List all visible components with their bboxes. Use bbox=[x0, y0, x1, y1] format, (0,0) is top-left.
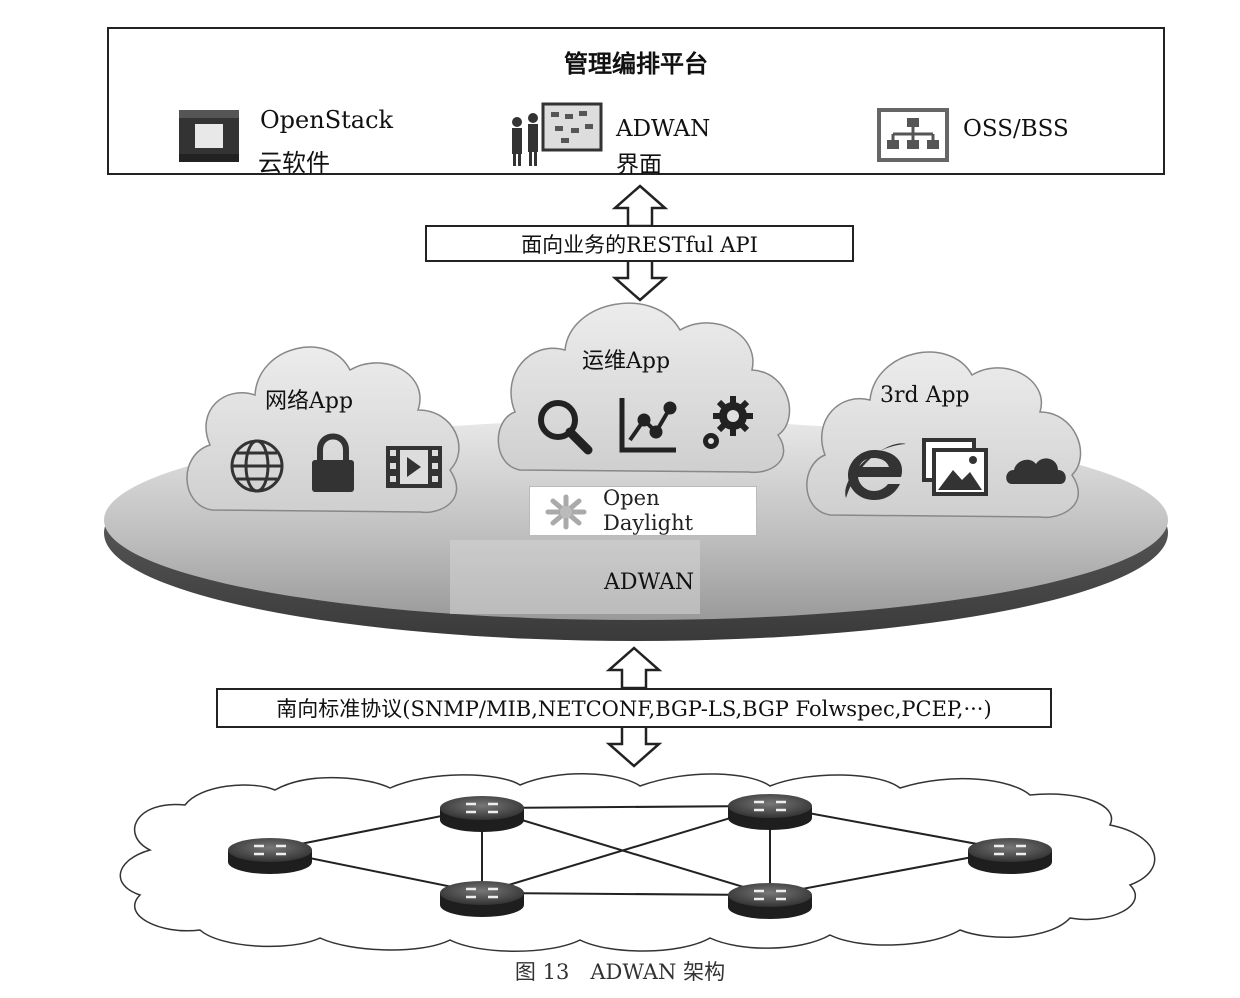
southbound-protocol-label: 南向标准协议(SNMP/MIB,NETCONF,BGP-LS,BGP Folws… bbox=[216, 688, 1052, 728]
opendaylight-logo-icon bbox=[538, 493, 594, 531]
lock-icon bbox=[312, 433, 354, 492]
picture-icon bbox=[922, 438, 988, 496]
opendaylight-box: Open Daylight bbox=[529, 486, 757, 536]
openstack-icon bbox=[175, 108, 243, 164]
router-icon bbox=[728, 883, 812, 919]
router-icon bbox=[728, 794, 812, 830]
openstack-label: OpenStack bbox=[260, 106, 394, 134]
onedrive-cloud-icon bbox=[1006, 458, 1066, 484]
router-group bbox=[228, 794, 1052, 919]
oss-bss-label: OSS/BSS bbox=[963, 116, 1069, 142]
router-icon bbox=[440, 796, 524, 832]
video-icon bbox=[386, 446, 442, 488]
opendaylight-line2: Daylight bbox=[603, 511, 694, 535]
ops-app-title: 运维App bbox=[582, 349, 671, 374]
adwan-platform-label: ADWAN bbox=[604, 570, 695, 595]
org-chart-icon bbox=[877, 108, 949, 162]
adwan-ui-sublabel: 界面 bbox=[616, 152, 662, 178]
management-title: 管理编排平台 bbox=[564, 49, 708, 78]
network-cloud-outline bbox=[119, 773, 1156, 952]
adwan-ui-label: ADWAN bbox=[616, 116, 711, 142]
openstack-sublabel: 云软件 bbox=[258, 149, 330, 177]
router-icon bbox=[440, 881, 524, 917]
management-platform-box bbox=[107, 27, 1165, 175]
globe-icon bbox=[230, 439, 284, 493]
ops-app-cloud bbox=[497, 302, 791, 474]
line-chart-icon bbox=[619, 398, 677, 453]
router-icon bbox=[968, 838, 1052, 874]
presentation-icon bbox=[505, 100, 605, 168]
network-app-title: 网络App bbox=[265, 389, 354, 414]
ie-browser-icon bbox=[845, 443, 906, 500]
search-icon bbox=[538, 400, 593, 455]
northbound-api-label: 面向业务的RESTful API bbox=[425, 225, 854, 262]
third-app-title: 3rd App bbox=[880, 383, 970, 408]
gears-icon bbox=[703, 396, 753, 449]
figure-caption: 图 13 ADWAN 架构 bbox=[514, 960, 726, 984]
router-icon bbox=[228, 838, 312, 874]
opendaylight-line1: Open bbox=[603, 486, 660, 510]
